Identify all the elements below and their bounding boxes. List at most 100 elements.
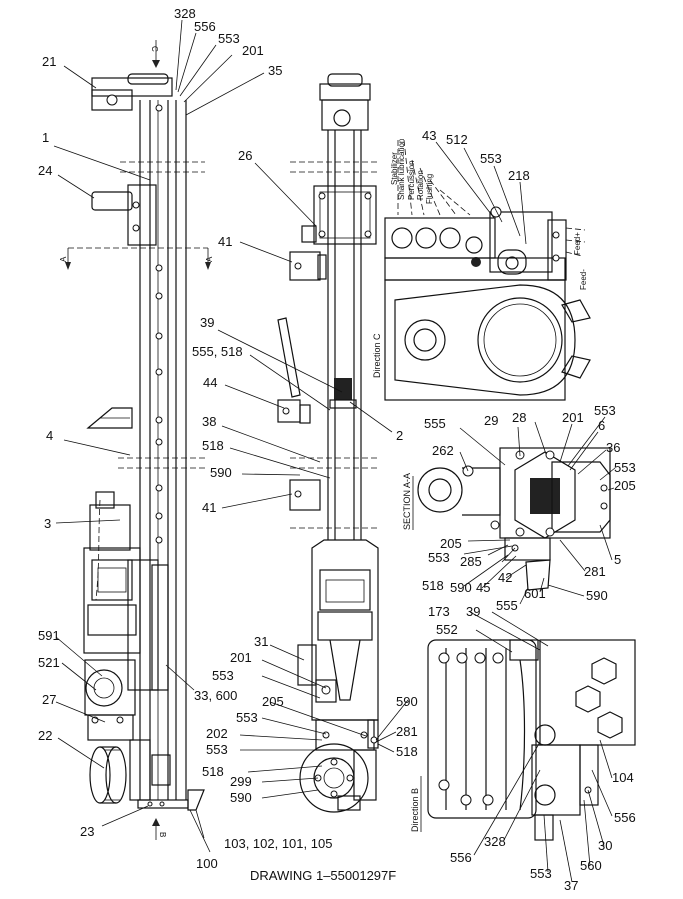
section-arrow-a-left: A — [59, 256, 68, 262]
callout-27: 27 — [42, 692, 56, 707]
callout-553-b: 553 — [530, 866, 552, 881]
direction-b-view — [427, 639, 636, 841]
callout-205-mid: 205 — [262, 694, 284, 709]
hose-label-feed-plus: Feed+ — [573, 232, 582, 255]
hose-label-stabilizer: Stabilizer — [390, 152, 399, 185]
callout-38: 38 — [202, 414, 216, 429]
callout-22: 22 — [38, 728, 52, 743]
callout-2: 2 — [396, 428, 403, 443]
callout-33-600: 33, 600 — [194, 688, 237, 703]
callout-201-s: 201 — [562, 410, 584, 425]
callout-173: 173 — [428, 604, 450, 619]
callout-37: 37 — [564, 878, 578, 893]
callout-328-b: 328 — [484, 834, 506, 849]
callout-labels: 328 556 553 201 35 21 1 24 26 41 39 555,… — [38, 6, 636, 893]
callout-201-mid: 201 — [230, 650, 252, 665]
view-title-direction-b: Direction B — [410, 788, 420, 832]
callout-39-b: 39 — [466, 604, 480, 619]
callout-281-s: 281 — [584, 564, 606, 579]
callout-590-m5: 590 — [230, 790, 252, 805]
callout-518-r: 518 — [396, 744, 418, 759]
callout-45: 45 — [476, 580, 490, 595]
callout-521: 521 — [38, 655, 60, 670]
callout-556-b: 556 — [614, 810, 636, 825]
callout-553: 553 — [218, 31, 240, 46]
callout-29: 29 — [484, 413, 498, 428]
callout-35: 35 — [268, 63, 282, 78]
callout-590-r: 590 — [396, 694, 418, 709]
hose-label-shank-lubrication: Shank lubrication — [397, 139, 406, 200]
callout-21: 21 — [42, 54, 56, 69]
callout-103-102-101-105: 103, 102, 101, 105 — [224, 836, 332, 851]
hose-label-feed-minus: Feed- — [579, 269, 588, 290]
callout-556: 556 — [194, 19, 216, 34]
callout-328: 328 — [174, 6, 196, 21]
hose-label-rotation: Rotation — [416, 170, 425, 200]
callout-590-s: 590 — [450, 580, 472, 595]
callout-100: 100 — [196, 856, 218, 871]
leader-lines — [53, 19, 616, 883]
beam-bolts — [155, 104, 163, 544]
callout-104: 104 — [612, 770, 634, 785]
callout-43: 43 — [422, 128, 436, 143]
callout-590: 590 — [210, 465, 232, 480]
callout-36: 36 — [606, 440, 620, 455]
callout-555-518: 555, 518 — [192, 344, 243, 359]
callout-281-r: 281 — [396, 724, 418, 739]
callout-205-s: 205 — [614, 478, 636, 493]
callout-512: 512 — [446, 132, 468, 147]
callout-553-m2: 553 — [236, 710, 258, 725]
callout-299: 299 — [230, 774, 252, 789]
callout-518-m4: 518 — [202, 764, 224, 779]
callout-556-b2: 556 — [450, 850, 472, 865]
callout-26: 26 — [238, 148, 252, 163]
callout-202: 202 — [206, 726, 228, 741]
callout-553-s2: 553 — [614, 460, 636, 475]
callout-42: 42 — [498, 570, 512, 585]
callout-6: 6 — [598, 418, 605, 433]
callout-553-c: 553 — [480, 151, 502, 166]
direction-c-view — [384, 139, 591, 401]
view-arrow-c: C — [150, 46, 159, 52]
callout-31: 31 — [254, 634, 268, 649]
view-title-direction-c: Direction C — [372, 333, 382, 378]
drawing-number: DRAWING 1–55001297F — [250, 868, 396, 883]
callout-44: 44 — [203, 375, 217, 390]
callout-262: 262 — [432, 443, 454, 458]
callout-30: 30 — [598, 838, 612, 853]
callout-5: 5 — [614, 552, 621, 567]
view-titles: Direction C SECTION A-A Direction B — [372, 333, 422, 832]
callout-24: 24 — [38, 163, 52, 178]
section-arrow-a-right: A — [205, 256, 214, 262]
callout-41-upper: 41 — [218, 234, 232, 249]
callout-555-s: 555 — [424, 416, 446, 431]
callout-28: 28 — [512, 410, 526, 425]
callout-518: 518 — [202, 438, 224, 453]
callout-591: 591 — [38, 628, 60, 643]
callout-4: 4 — [46, 428, 53, 443]
callout-205-s2: 205 — [440, 536, 462, 551]
callout-552: 552 — [436, 622, 458, 637]
callout-41-lower: 41 — [202, 500, 216, 515]
callout-601: 601 — [524, 586, 546, 601]
callout-3: 3 — [44, 516, 51, 531]
callout-590-s2: 590 — [586, 588, 608, 603]
callout-553-s3: 553 — [428, 550, 450, 565]
callout-553-m3: 553 — [206, 742, 228, 757]
view-title-section-aa: SECTION A-A — [402, 473, 412, 530]
callout-201: 201 — [242, 43, 264, 58]
callout-1: 1 — [42, 130, 49, 145]
hose-labels: Stabilizer Shank lubrication Percussion … — [390, 139, 588, 290]
callout-23: 23 — [80, 824, 94, 839]
callout-560: 560 — [580, 858, 602, 873]
callout-39: 39 — [200, 315, 214, 330]
view-arrow-b: B — [158, 832, 167, 837]
callout-285: 285 — [460, 554, 482, 569]
section-aa-view — [417, 447, 611, 591]
hose-label-flushing: Flushing — [425, 174, 434, 204]
callout-518-s: 518 — [422, 578, 444, 593]
callout-553-s: 553 — [594, 403, 616, 418]
callout-218: 218 — [508, 168, 530, 183]
hose-label-percussion: Percussion — [407, 160, 416, 200]
left-feed-assembly — [65, 40, 211, 840]
